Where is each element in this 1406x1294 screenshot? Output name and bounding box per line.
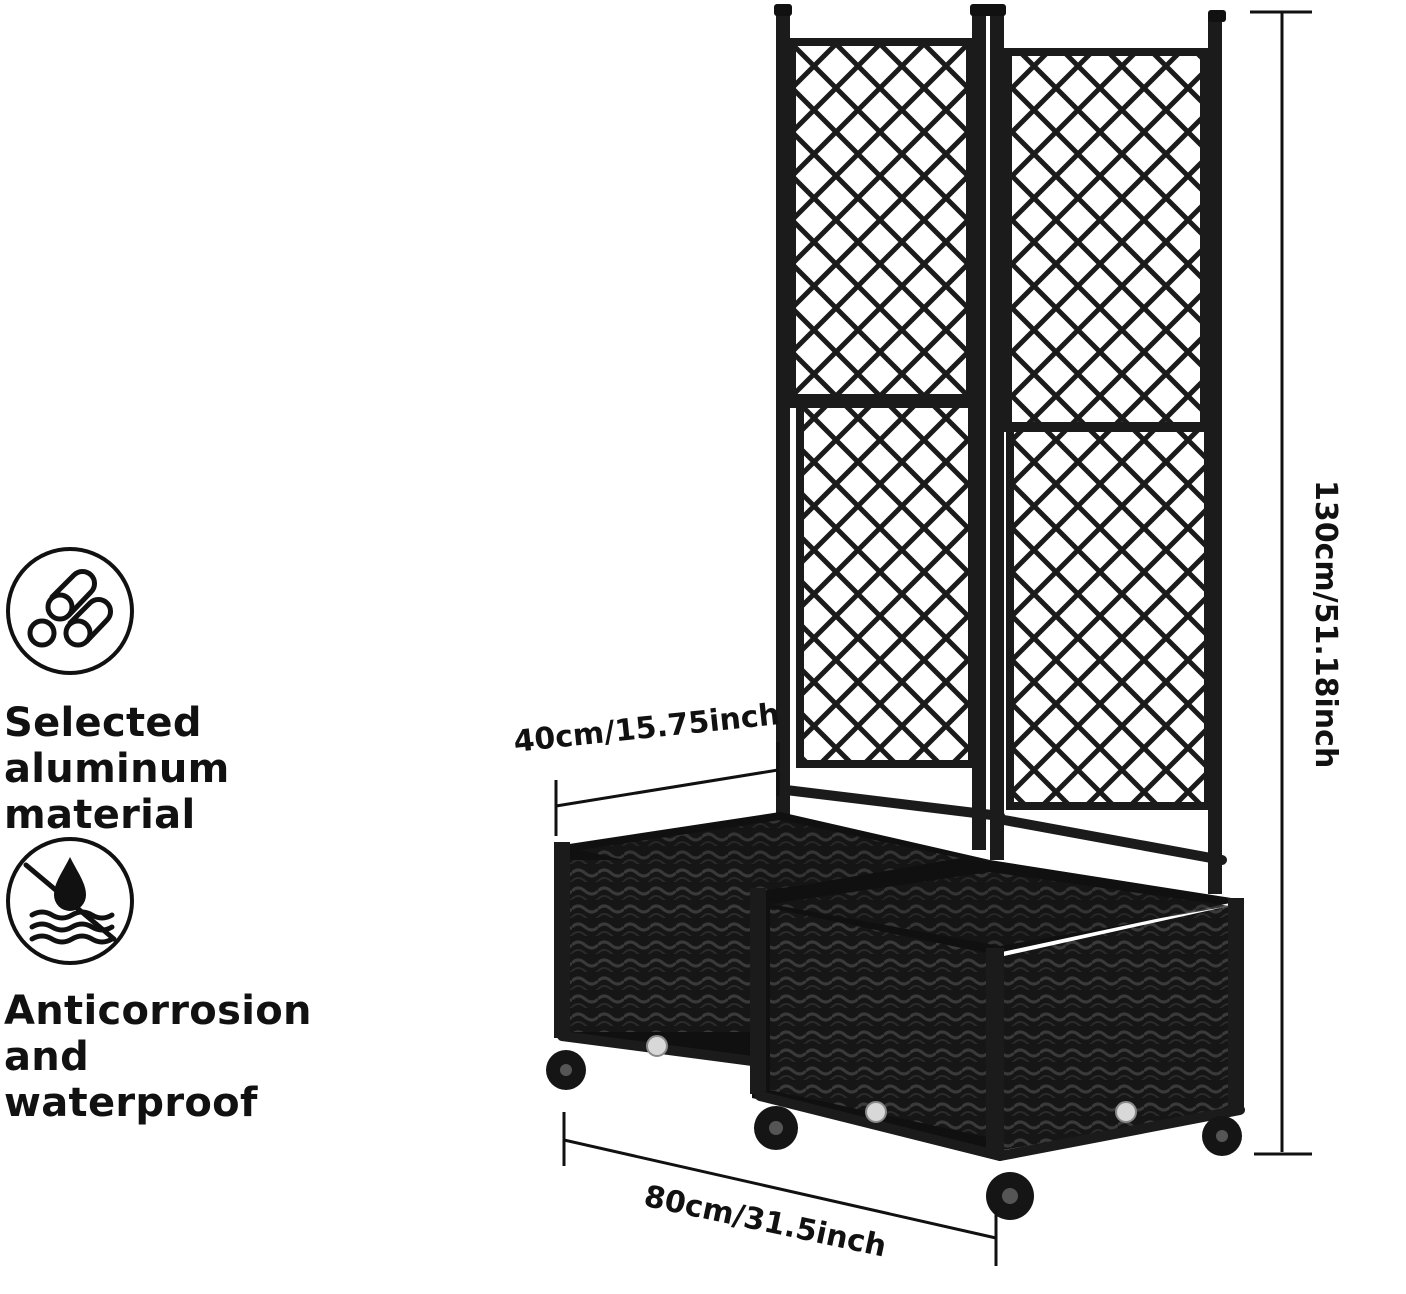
trellis-panel-left-bottom	[796, 394, 976, 768]
trellis-panel-left-top	[788, 38, 974, 408]
trellis-panel-right-bottom	[1006, 422, 1212, 810]
dimension-lines	[554, 10, 1312, 1266]
aluminum-tubes-icon	[6, 547, 134, 675]
feature-waterproof-line1: Anticorrosion	[4, 988, 312, 1034]
waterproof-icon	[6, 837, 134, 965]
feature-waterproof-text: Anticorrosion and waterproof	[4, 988, 312, 1126]
caster-wheels	[546, 1050, 1242, 1220]
feature-aluminum-line2: aluminum material	[4, 746, 230, 838]
dimension-height-label: 130cm/51.18inch	[1308, 480, 1343, 769]
trellis-panel-right-top	[1004, 48, 1208, 432]
feature-aluminum-line1: Selected	[4, 700, 202, 746]
feature-aluminum-text: Selected aluminum material	[4, 700, 230, 838]
feature-waterproof-line2: and waterproof	[4, 1034, 258, 1126]
